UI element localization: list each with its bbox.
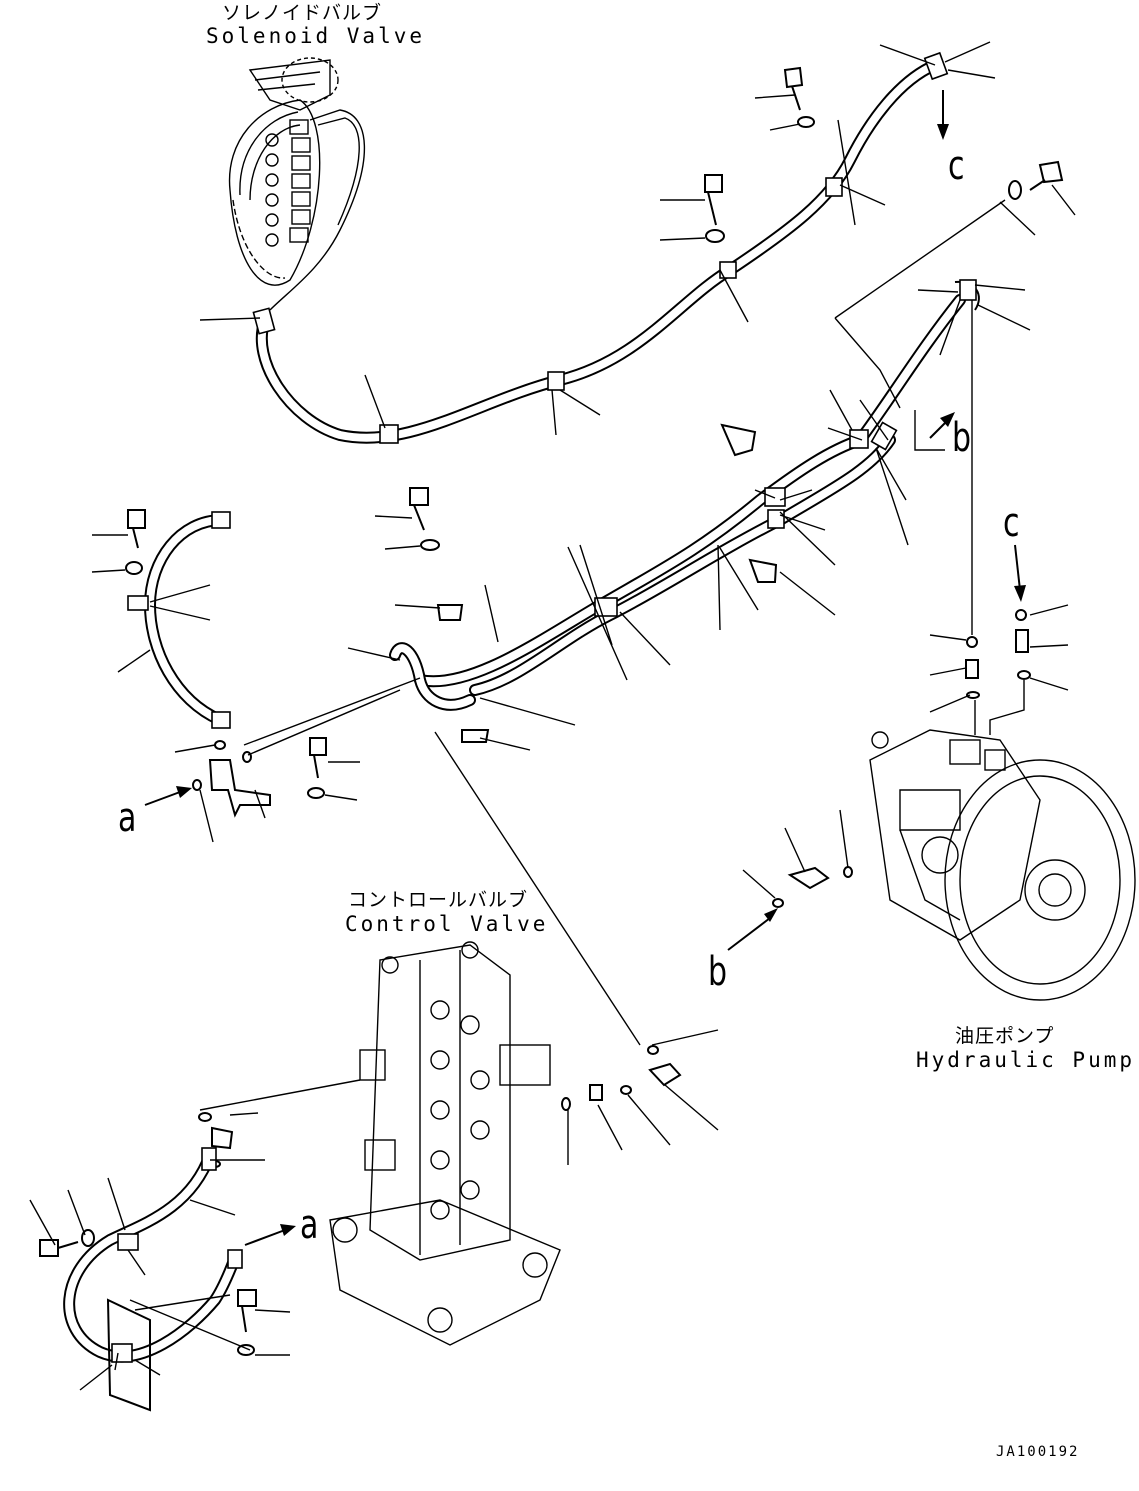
hydraulic-pump-en-label: Hydraulic Pump xyxy=(916,1048,1136,1072)
callout-b-bottom: b xyxy=(708,949,728,995)
control-valve-jp-label: コントロールバルブ xyxy=(348,889,529,911)
hydraulic-pump xyxy=(869,729,1136,1001)
control-valve-en-label: Control Valve xyxy=(345,912,549,936)
left-hose xyxy=(127,511,271,818)
drawing-code: JA100192 xyxy=(996,1444,1080,1460)
hydraulic-pump-jp-label: 油圧ポンプ xyxy=(955,1025,1055,1047)
middle-hoses xyxy=(389,279,980,743)
callout-c-top: c xyxy=(948,143,965,189)
reference-arrows xyxy=(144,90,1026,1246)
callout-b-top: b xyxy=(952,415,972,461)
lower-left-hose xyxy=(63,1147,243,1412)
upper-bolts xyxy=(39,66,1064,1356)
solenoid-valve-en-label: Solenoid Valve xyxy=(206,24,426,48)
solenoid-valve xyxy=(228,57,366,311)
callout-a-bottom: a xyxy=(300,1202,319,1248)
control-valve xyxy=(329,941,561,1346)
leader-lines xyxy=(29,41,1076,1391)
upper-hose xyxy=(252,51,949,444)
solenoid-valve-jp-label: ソレノイドバルブ xyxy=(222,2,383,24)
pump-fittings xyxy=(192,609,1031,1168)
callout-a-left: a xyxy=(118,795,137,841)
callout-c-right: c xyxy=(1003,500,1020,546)
